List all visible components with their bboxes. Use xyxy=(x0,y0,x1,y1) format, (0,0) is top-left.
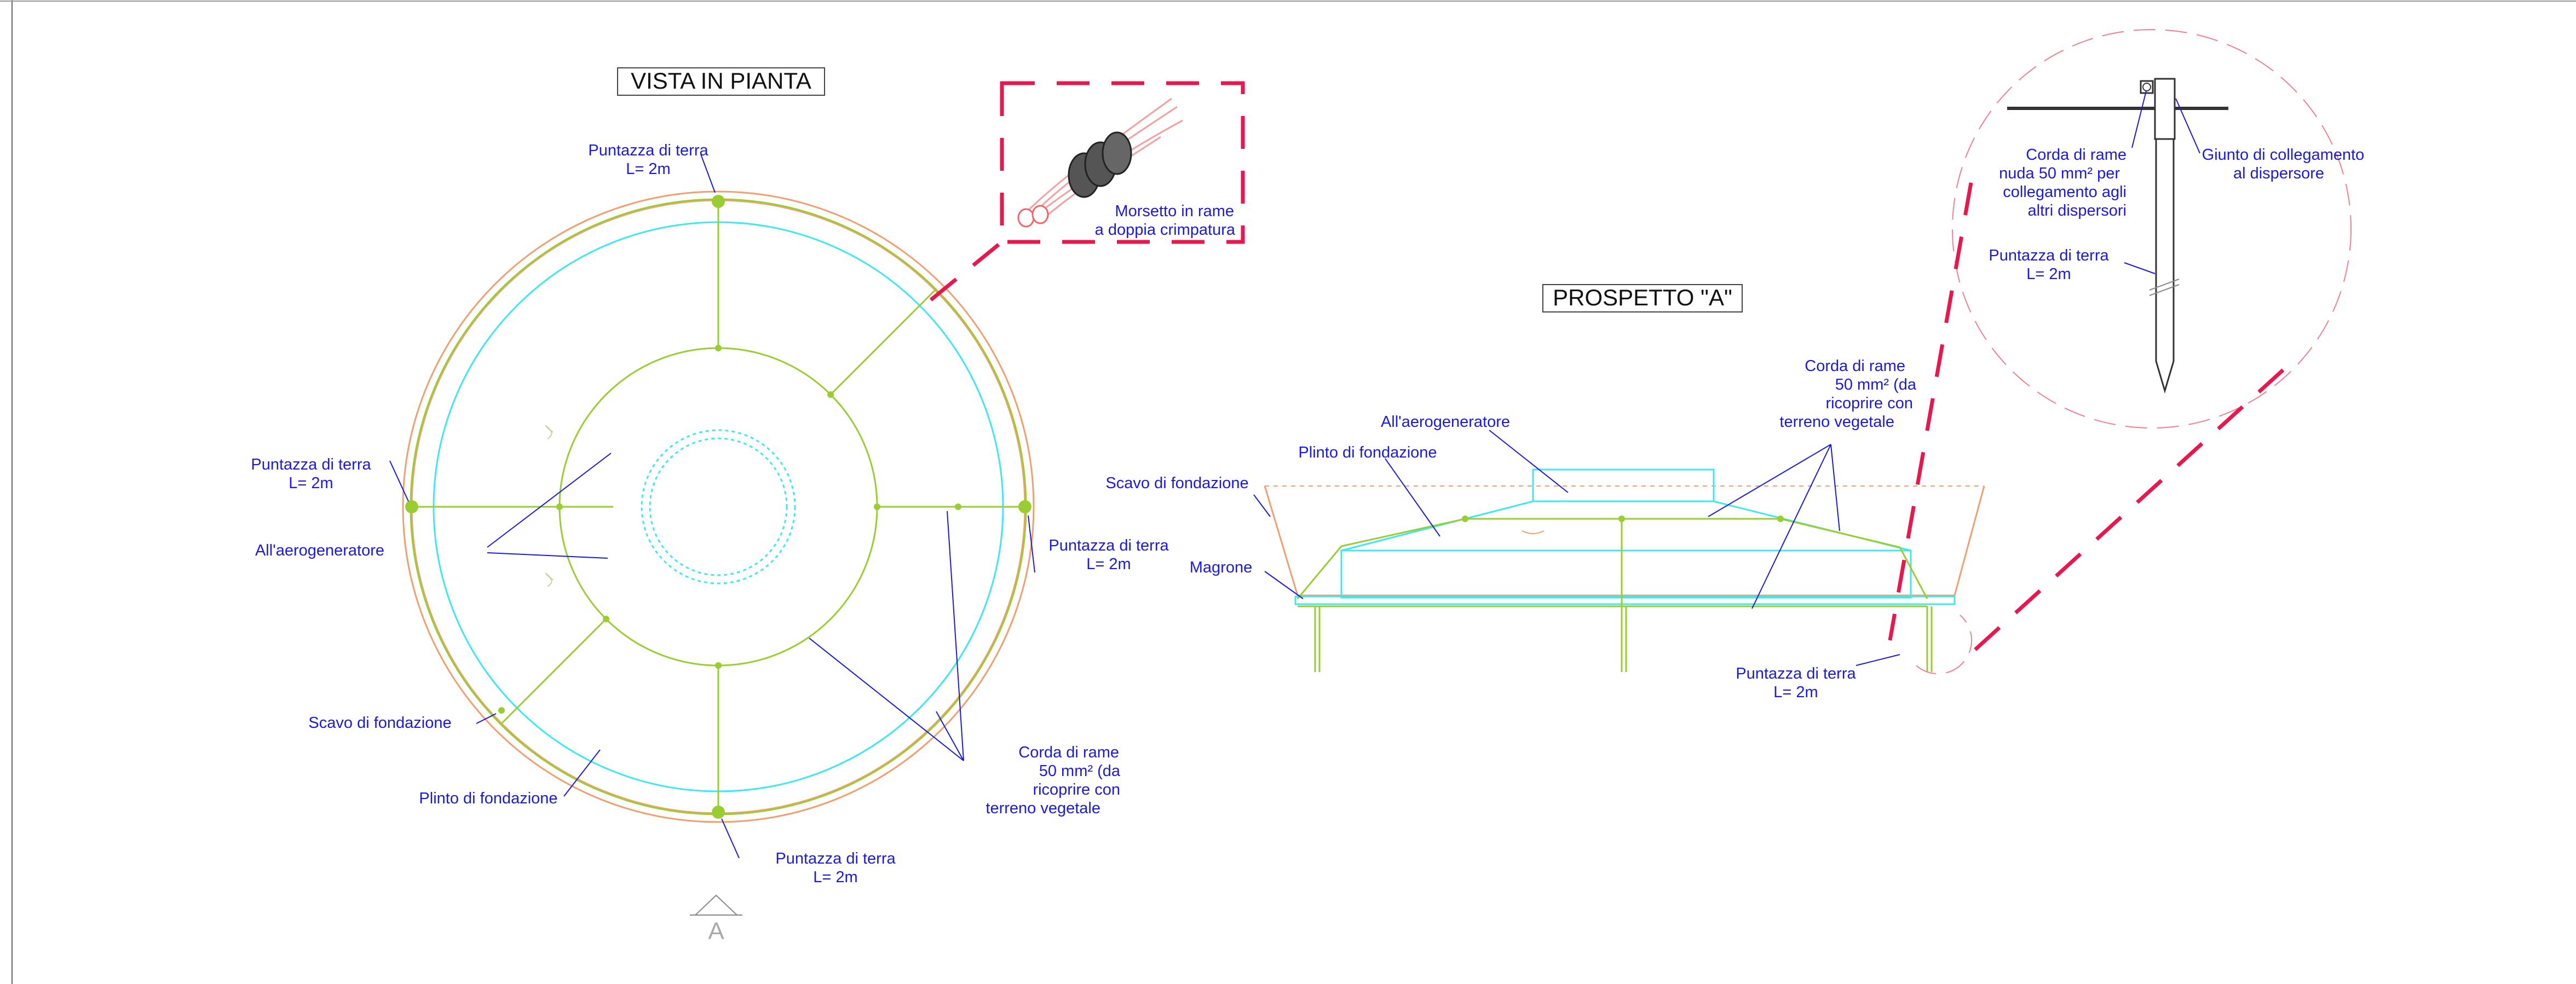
plan-title-frame xyxy=(617,67,825,96)
rod-detail-leader-right xyxy=(1958,368,2285,665)
elevation-leaders xyxy=(1253,430,1900,666)
elevation-dots xyxy=(1462,516,1784,522)
plan-earth-rod-top-length: L= 2m xyxy=(626,160,670,178)
cable-entries xyxy=(545,425,554,587)
detail-copper-cord-line3: collegamento agli xyxy=(2003,183,2127,201)
plan-earth-rod-bottom-length: L= 2m xyxy=(813,869,857,886)
elevation-plinth-top xyxy=(1341,500,1911,552)
detail-earth-rod-length: L= 2m xyxy=(2026,265,2071,283)
elevation-copper-cord-line1: Corda di rame xyxy=(1805,357,1905,375)
elevation-plinth-label: Plinto di fondazione xyxy=(1298,444,1437,461)
elevation-to-turbine-label: All'aerogeneratore xyxy=(1381,413,1510,431)
elevation-lean-concrete xyxy=(1294,595,1956,605)
detail-copper-cord-line2: nuda 50 mm² per xyxy=(1999,165,2120,182)
plan-earth-rod-right-length: L= 2m xyxy=(1086,555,1131,573)
detail-joint-line1: Giunto di collegamento xyxy=(2202,146,2365,164)
rod-detail-earth-rod xyxy=(2155,138,2175,394)
plan-earth-rod-top-label: Puntazza di terra xyxy=(588,142,708,159)
clamp-detail-frame xyxy=(1000,81,1245,244)
elevation-copper-cord-line3: ricoprire con xyxy=(1825,395,1913,412)
earth-rod-bottom xyxy=(712,806,725,819)
anchor-bolt-ring-inner xyxy=(649,437,788,576)
plan-leaders xyxy=(389,154,1035,859)
detail-earth-rod-label: Puntazza di terra xyxy=(1989,247,2109,264)
elevation-copper-cord-line2: 50 mm² (da xyxy=(1835,376,1917,393)
elevation-plinth-base xyxy=(1340,549,1912,599)
clamp-icon xyxy=(1017,97,1183,228)
plan-copper-cord-line2: 50 mm² (da xyxy=(1039,762,1121,780)
plan-title: VISTA IN PIANTA xyxy=(631,68,811,94)
elevation-earth-rod-label: Puntazza di terra xyxy=(1736,665,1856,682)
earth-rod-right xyxy=(1018,500,1031,513)
plan-earth-rod-left-length: L= 2m xyxy=(289,474,333,492)
plan-earth-rod-bottom-label: Puntazza di terra xyxy=(775,850,896,867)
plan-to-turbine-label: All'aerogeneratore xyxy=(255,542,384,559)
clamp-detail: Morsetto in rame a doppia crimpatura xyxy=(929,81,1245,302)
plan-copper-cord-line3: ricoprire con xyxy=(1033,781,1120,798)
elevation-view: PROSPETTO "A" xyxy=(1105,284,1985,701)
rod-detail: Corda di rame nuda 50 mm² per collegamen… xyxy=(1888,29,2365,665)
elevation-earthing-conductor xyxy=(1296,518,1928,599)
clamp-detail-leader xyxy=(929,240,1004,302)
detail-copper-cord-line1: Corda di rame xyxy=(2026,146,2127,164)
plan-earth-rod-left-label: Puntazza di terra xyxy=(251,456,371,473)
excavation-outer-circle xyxy=(402,190,1035,823)
excavation-outline xyxy=(1264,485,1985,597)
radial-conductors xyxy=(412,200,1025,812)
rod-detail-circle xyxy=(1952,29,2352,429)
plan-plinth-label: Plinto di fondazione xyxy=(419,790,557,807)
elevation-title: PROSPETTO "A" xyxy=(1553,285,1732,310)
elevation-copper-cord-line4: terreno vegetale xyxy=(1779,413,1894,431)
plan-excavation-label: Scavo di fondazione xyxy=(308,714,451,732)
section-marker-label: A xyxy=(708,918,724,945)
connection-dots xyxy=(498,345,961,714)
elevation-lean-concrete-label: Magrone xyxy=(1190,559,1252,576)
clamp-label-line2: a doppia crimpatura xyxy=(1095,221,1236,239)
earth-rod-top xyxy=(712,195,725,208)
elevation-excavation-label: Scavo di fondazione xyxy=(1105,474,1248,492)
plan-earth-rod-right-label: Puntazza di terra xyxy=(1048,537,1169,554)
plan-copper-cord-line1: Corda di rame xyxy=(1018,744,1119,761)
rod-detail-leader-left xyxy=(1888,182,1973,641)
elevation-title-frame xyxy=(1542,284,1743,312)
detail-copper-cord-line4: altri dispersori xyxy=(2028,202,2127,219)
rod-detail-joint xyxy=(2154,78,2176,140)
section-marker-icon xyxy=(694,894,739,916)
plan-view: VISTA IN PIANTA xyxy=(251,67,1169,945)
elevation-earth-rod-length: L= 2m xyxy=(1773,684,1818,701)
detail-joint-line2: al dispersore xyxy=(2233,165,2324,182)
rod-detail-leaders xyxy=(2124,90,2200,274)
rod-detail-marker xyxy=(1916,615,1972,674)
plan-copper-cord-line4: terreno vegetale xyxy=(986,800,1100,817)
anchor-bolt-ring-outer xyxy=(641,429,796,584)
clamp-label-line1: Morsetto in rame xyxy=(1115,202,1234,220)
earth-rod-left xyxy=(405,500,418,513)
